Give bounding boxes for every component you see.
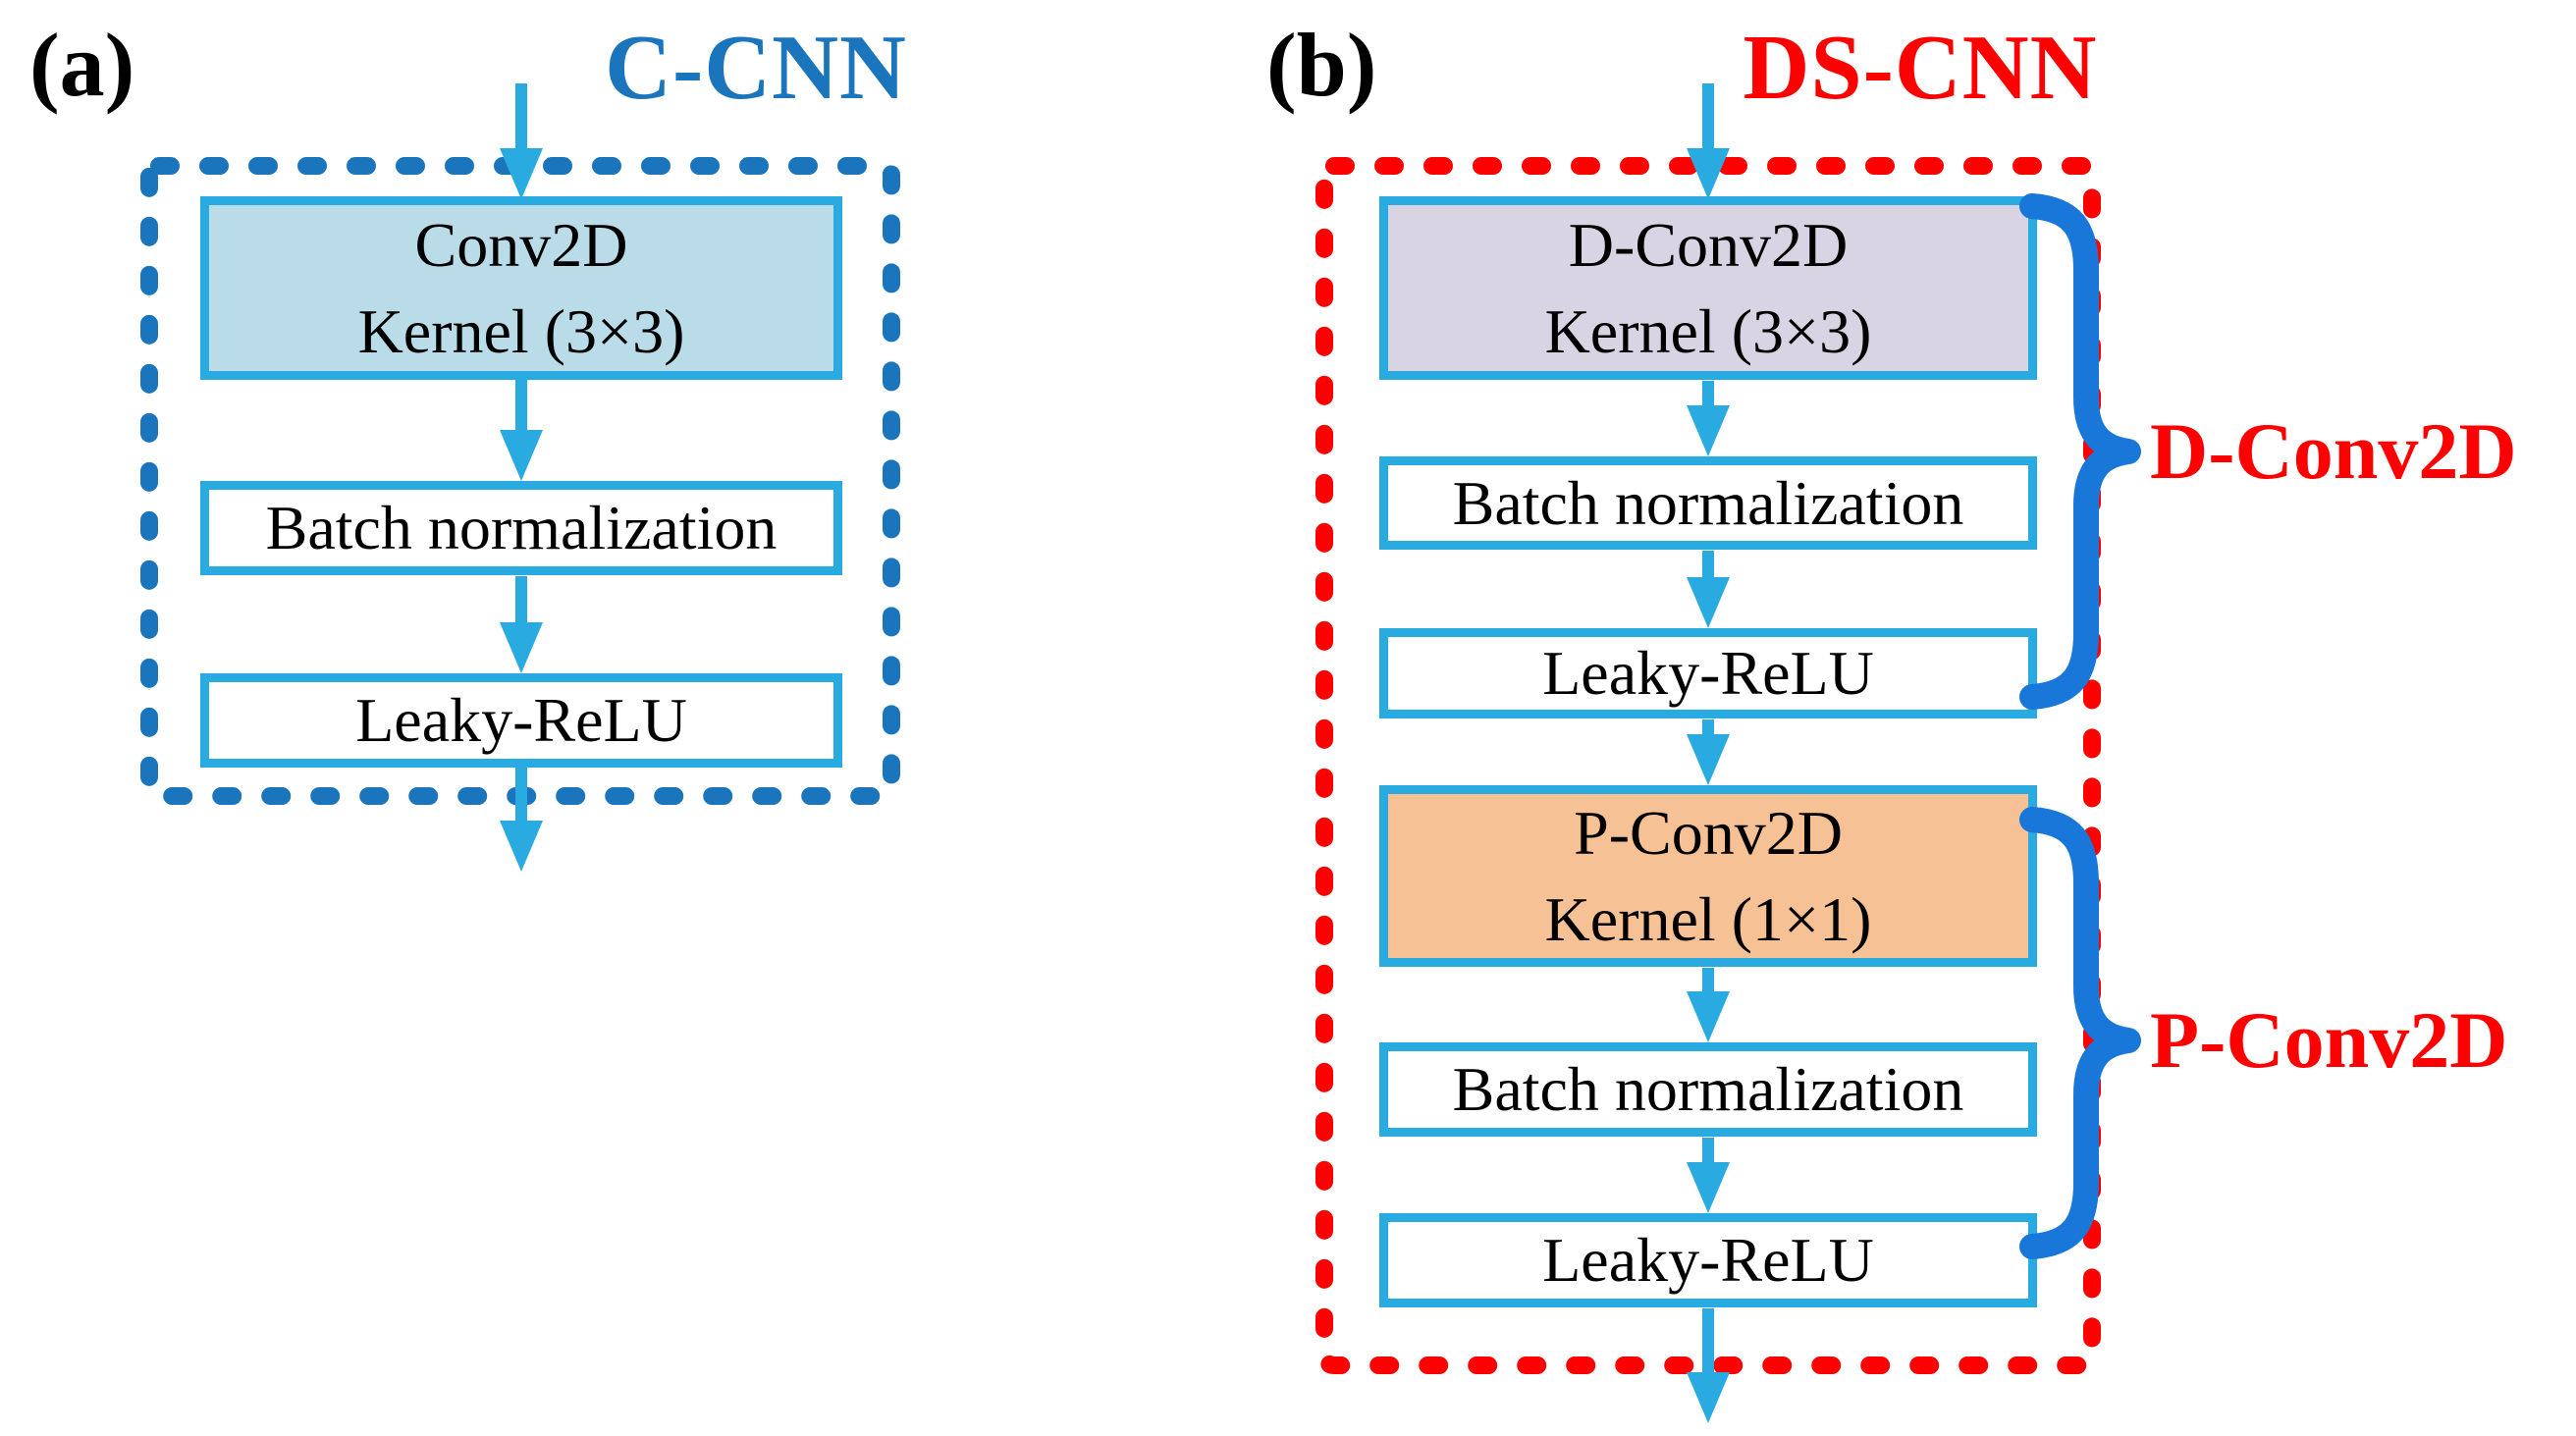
block-conv2d: Conv2D Kernel (3×3) [200, 196, 842, 380]
block-label: Leaky-ReLU [1542, 638, 1874, 708]
block-p-conv2d: P-Conv2D Kernel (1×1) [1379, 785, 2037, 967]
block-batch-norm-1: Batch normalization [1379, 456, 2037, 550]
p-conv2d-group-label: P-Conv2D [2150, 995, 2508, 1085]
p-conv2d-brace [2019, 807, 2141, 1259]
flow-arrow [1687, 968, 1730, 1042]
panel-b-title: DS-CNN [1743, 17, 2098, 119]
panel-b-tag: (b) [1266, 15, 1377, 115]
block-leaky-relu: Leaky-ReLU [200, 673, 842, 768]
flow-arrow [500, 768, 543, 872]
block-label: Batch normalization [1452, 467, 1964, 538]
flow-arrow [1687, 1138, 1730, 1213]
block-leaky-relu-2: Leaky-ReLU [1379, 1213, 2037, 1307]
block-label: Kernel (3×3) [1544, 295, 1872, 366]
d-conv2d-group-label: D-Conv2D [2150, 406, 2517, 496]
block-leaky-relu-1: Leaky-ReLU [1379, 628, 2037, 718]
block-label: Batch normalization [1452, 1054, 1964, 1124]
panel-a-title: C-CNN [605, 17, 907, 119]
flow-arrow [1687, 719, 1730, 785]
flow-arrow [1687, 551, 1730, 628]
d-conv2d-brace [2019, 193, 2141, 710]
block-label: Kernel (3×3) [357, 295, 685, 366]
block-label: Leaky-ReLU [1542, 1225, 1874, 1295]
block-label: Conv2D [414, 209, 628, 280]
flow-arrow [1687, 1308, 1730, 1423]
block-batch-norm: Batch normalization [200, 481, 842, 575]
block-label: Leaky-ReLU [355, 685, 687, 755]
flow-arrow [1687, 381, 1730, 456]
flow-arrow [500, 379, 543, 481]
block-label: Batch normalization [265, 493, 778, 562]
flow-arrow [1687, 83, 1730, 199]
block-batch-norm-2: Batch normalization [1379, 1042, 2037, 1137]
block-label: D-Conv2D [1568, 209, 1849, 280]
block-d-conv2d: D-Conv2D Kernel (3×3) [1379, 196, 2037, 380]
group-braces [2019, 193, 2141, 1259]
flow-arrow [500, 83, 543, 199]
flow-arrow [500, 576, 543, 673]
block-label: Kernel (1×1) [1544, 883, 1872, 954]
panel-a-tag: (a) [29, 15, 135, 115]
block-label: P-Conv2D [1574, 797, 1843, 868]
